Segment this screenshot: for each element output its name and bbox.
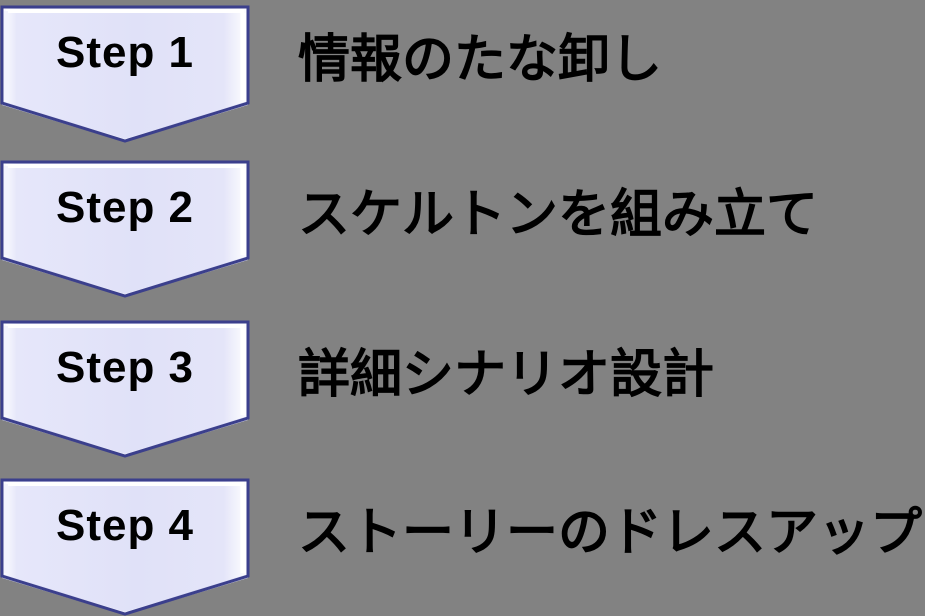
step-chevron-shape: Step 3 (0, 320, 250, 458)
step-caption-text-1: 情報のたな卸し (298, 30, 663, 89)
step-caption-text-4: ストーリーのドレスアップ (298, 503, 923, 562)
step-caption-text-3: 詳細シナリオ設計 (298, 345, 715, 404)
chevron-icon (0, 160, 250, 298)
chevron-icon (0, 320, 250, 458)
chevron-icon (0, 5, 250, 143)
step-chevron-shape: Step 4 (0, 478, 250, 616)
step-chevron-shape: Step 1 (0, 5, 250, 143)
step-badge-label-1: Step 1 (55, 28, 195, 77)
step-badge-label-4: Step 4 (55, 501, 195, 550)
chevron-icon (0, 478, 250, 616)
step-caption-text-2: スケルトンを組み立て (298, 185, 819, 244)
step-badge-label-3: Step 3 (55, 343, 195, 392)
step-badge-label-2: Step 2 (55, 183, 195, 232)
step-chevron-shape: Step 2 (0, 160, 250, 298)
